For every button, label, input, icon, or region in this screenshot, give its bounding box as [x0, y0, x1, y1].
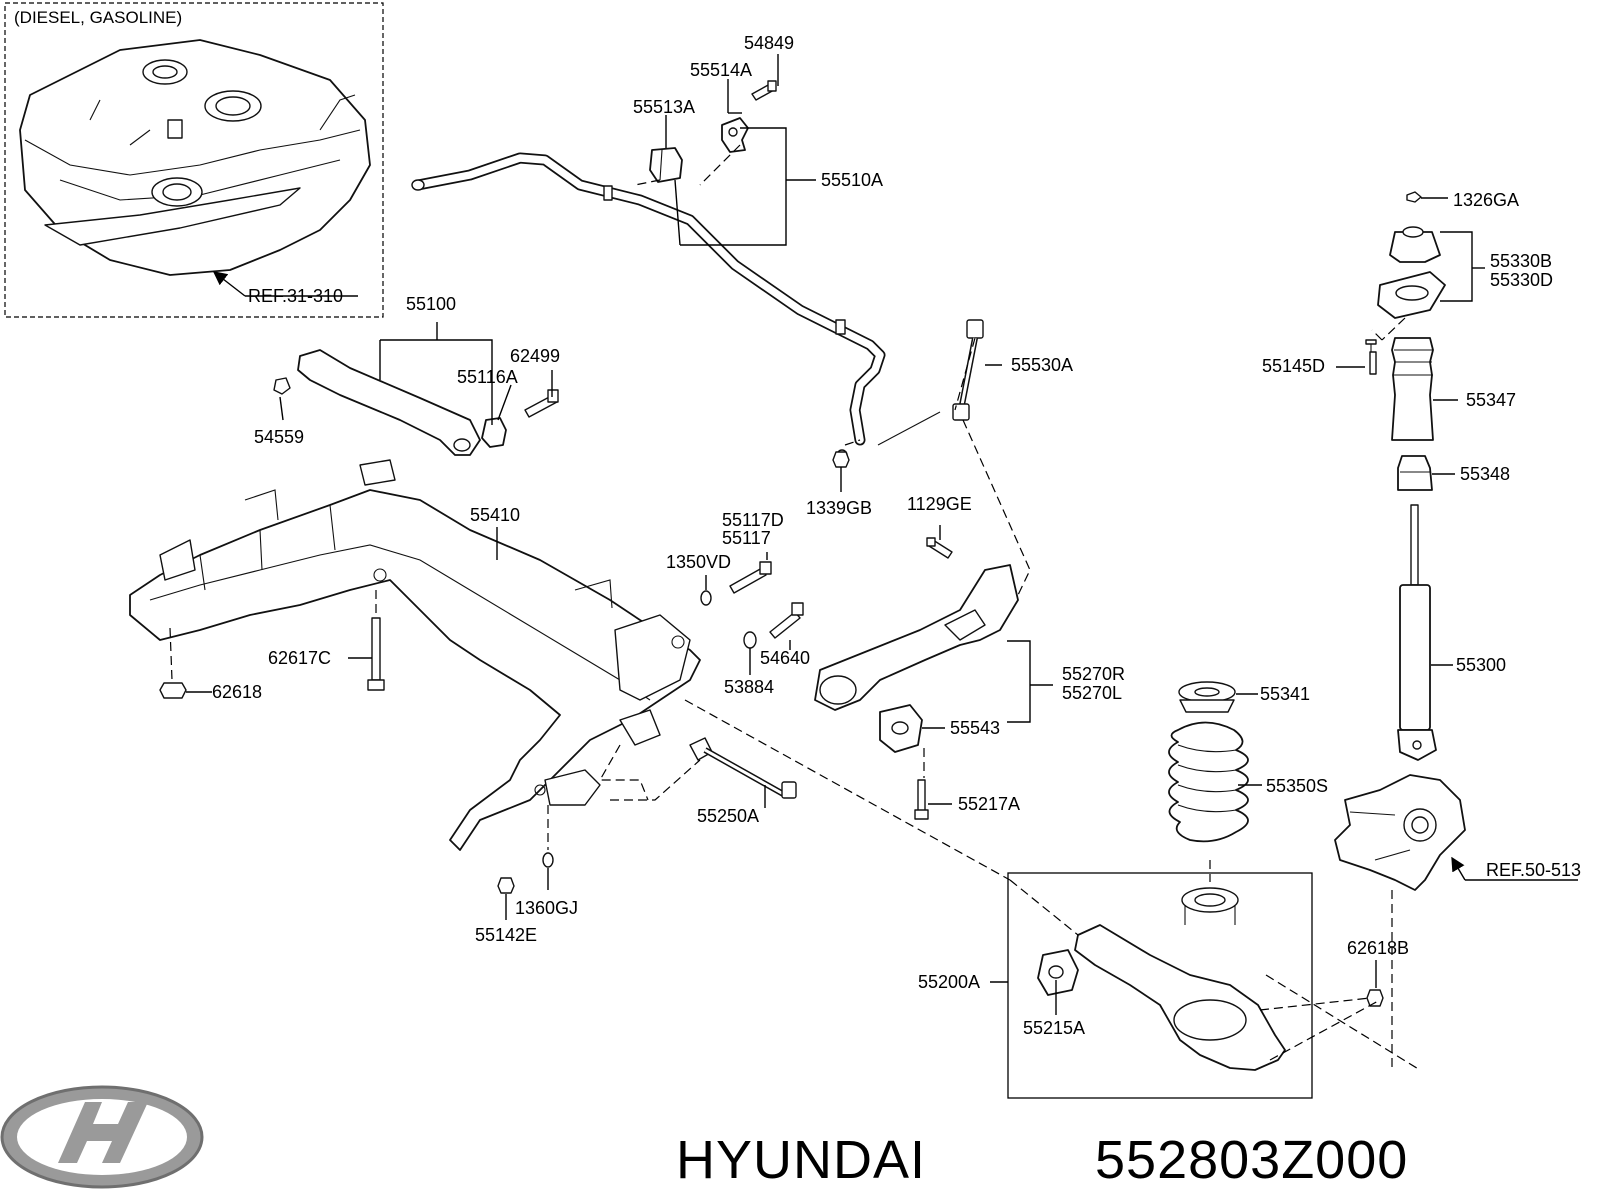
stabilizer-bushing-55513A — [649, 147, 683, 183]
stabilizer-bracket-55514A — [721, 117, 749, 153]
knuckle-ref-50-513 — [1334, 774, 1466, 891]
label-55330B: 55330B — [1490, 251, 1552, 271]
fuel-tank-inset: (DIESEL, GASOLINE) REF.31-310 — [4, 2, 384, 318]
label-1129GE: 1129GE — [907, 494, 972, 514]
stabilizer-bar — [411, 152, 886, 446]
label-55513A: 55513A — [633, 97, 695, 117]
dashed-lines — [169, 144, 1421, 1071]
label-55330D: 55330D — [1490, 270, 1553, 290]
label-55215A: 55215A — [1023, 1018, 1085, 1038]
bolt-55117 — [729, 561, 772, 594]
label-55116A: 55116A — [457, 367, 518, 387]
label-55270L: 55270L — [1062, 683, 1122, 703]
bolt-54849 — [751, 80, 777, 101]
bolt-54640 — [769, 602, 804, 639]
label-54640: 54640 — [760, 648, 810, 668]
washer-1350VD — [700, 590, 712, 606]
label-55348: 55348 — [1460, 464, 1510, 484]
upper-arm-55100 — [273, 349, 559, 456]
lateral-link-55250A — [689, 737, 797, 799]
label-55350S: 55350S — [1266, 776, 1328, 796]
label-53884: 53884 — [724, 677, 774, 697]
label-55347: 55347 — [1466, 390, 1516, 410]
label-54559: 54559 — [254, 427, 304, 447]
label-55145D: 55145D — [1262, 356, 1325, 376]
label-55530A: 55530A — [1011, 355, 1073, 375]
lower-arm-box — [1007, 872, 1384, 1099]
label-55217A: 55217A — [958, 794, 1020, 814]
label-55300: 55300 — [1456, 655, 1506, 675]
hyundai-logo — [0, 1085, 204, 1189]
bolt-62617C — [367, 617, 385, 691]
label-62618: 62618 — [212, 682, 262, 702]
crossmember-55410 — [129, 459, 701, 851]
label-55117: 55117 — [722, 528, 771, 548]
label-1350VD: 1350VD — [666, 552, 731, 572]
inset-ref-label: REF.31-310 — [248, 286, 343, 306]
brand-name: HYUNDAI — [676, 1130, 926, 1190]
label-62618B: 62618B — [1347, 938, 1409, 958]
hardware-1360GJ-55142E — [497, 852, 554, 894]
nut-1339GB — [832, 451, 850, 468]
label-55514A: 55514A — [690, 60, 752, 80]
label-62499: 62499 — [510, 346, 560, 366]
washer-53884 — [743, 631, 757, 649]
label-1339GB: 1339GB — [806, 498, 872, 518]
label-1326GA: 1326GA — [1453, 190, 1519, 210]
label-1360GJ: 1360GJ — [515, 898, 578, 918]
label-55200A: 55200A — [918, 972, 980, 992]
label-55117D: 55117D — [722, 510, 784, 530]
spring-55350S — [1168, 681, 1249, 843]
label-55100: 55100 — [406, 294, 456, 314]
inset-note: (DIESEL, GASOLINE) — [14, 8, 182, 27]
bolt-1129GE — [926, 537, 953, 559]
nut-62618 — [159, 682, 187, 699]
fuel-tank-drawing — [19, 39, 371, 276]
label-55341: 55341 — [1260, 684, 1310, 704]
label-55142E: 55142E — [475, 925, 537, 945]
label-55250A: 55250A — [697, 806, 759, 826]
label-55410: 55410 — [470, 505, 520, 525]
part-labels: 54849 55514A 55513A 55510A 1326GA 55330B… — [212, 33, 1581, 1038]
trailing-arm-55270 — [814, 564, 1019, 820]
label-ref-50-513: REF.50-513 — [1486, 860, 1581, 880]
label-54849: 54849 — [744, 33, 794, 53]
bolt-55145D — [1369, 351, 1377, 375]
strut-assembly — [1365, 191, 1446, 761]
label-55270R: 55270R — [1062, 664, 1125, 684]
label-62617C: 62617C — [268, 648, 331, 668]
label-55510A: 55510A — [821, 170, 883, 190]
label-55543: 55543 — [950, 718, 1000, 738]
leader-lines — [186, 54, 1578, 1015]
part-number: 552803Z000 — [1095, 1130, 1408, 1190]
